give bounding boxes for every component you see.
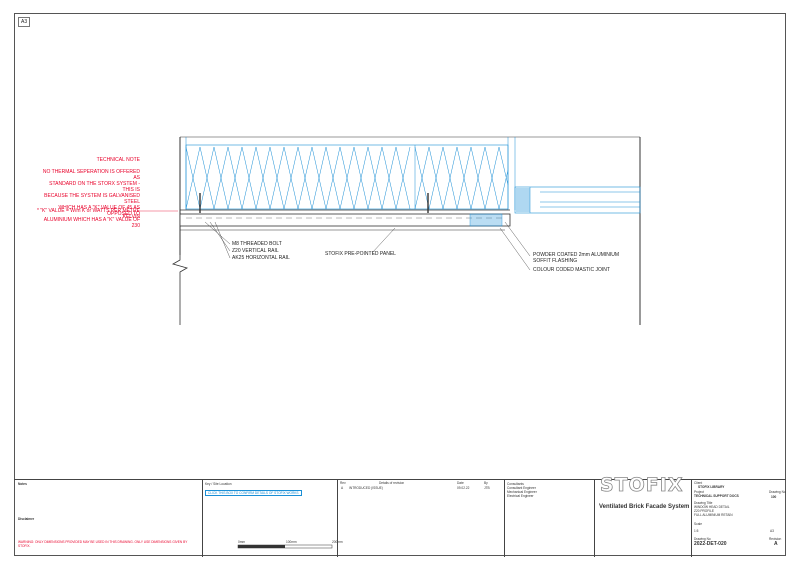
technical-note-line: NO THERMAL SEPERATION IS OFFERED AS — [42, 169, 140, 181]
window-frame — [514, 186, 641, 214]
rev-row-letter: A — [341, 486, 344, 490]
scale-label: Scale — [694, 522, 702, 526]
technical-note-heading: TECHNICAL NOTE — [96, 157, 140, 163]
rev-date-header: Date — [457, 481, 464, 485]
rev-header: Rev — [340, 481, 346, 485]
drawing-title-line: FULL ALUMINIUM RETAIN — [694, 513, 733, 517]
scale-label-0: 0mm — [238, 540, 246, 544]
project-value: TECHNICAL SUPPORT DOCS — [694, 494, 739, 498]
rev-details-header: Details of revision — [379, 481, 405, 485]
scale-label-100: 100mm — [286, 540, 297, 544]
client-value: STOFIX LIBRARY — [698, 485, 725, 489]
rev-row-details: INTRODUCED (ISSUE) — [349, 486, 383, 490]
consultants-cell — [504, 480, 505, 557]
title-block: Notes Disclaimer WARNING: ONLY DIMENSION… — [14, 474, 786, 557]
revision-value: A — [774, 541, 778, 547]
drawing-sheet-border — [14, 13, 786, 556]
consultant-line: Electrical Engineer — [507, 494, 534, 498]
consultant-line: Consultant Engineer — [507, 486, 536, 490]
drawing-title-line: WINDOW HEAD DETAIL — [694, 505, 730, 509]
client-label: Client — [694, 481, 703, 485]
consultant-line: Mechanical Engineer — [507, 490, 537, 494]
insulation-hatch-2 — [185, 146, 509, 210]
drawing-title-label: Drawing Title — [694, 501, 713, 505]
consultant-line: Consultants — [507, 482, 524, 486]
soffit-flashing — [469, 213, 503, 227]
paper-size: A3 — [770, 529, 774, 533]
stofix-logo: STOFIX — [600, 474, 684, 496]
drawing-title-line: Z20 PROFILE — [694, 509, 715, 513]
drawing-no-label: Drawing No — [769, 490, 786, 494]
leader-panel — [371, 227, 396, 254]
project-label: Project — [694, 490, 704, 494]
drawing-number: 2022-DET-020 — [694, 541, 727, 547]
rev-row-by: JTB — [484, 486, 490, 490]
key-link[interactable]: CLICK THIS BOX TO CONFIRM DETAILS OF STO… — [205, 490, 302, 496]
logo-cell — [594, 480, 595, 557]
sheet-size-label: A3 — [18, 17, 31, 27]
leader-horizontal-rail — [214, 221, 231, 259]
leader-flashing — [504, 221, 531, 257]
leader-rail — [209, 221, 231, 252]
technical-note-line: BECAUSE THE SYSTEM IS GALVANISED STEEL — [44, 193, 140, 205]
scale-bar-fill — [238, 545, 285, 548]
rev-by-header: By — [484, 481, 488, 485]
wall-break-line — [171, 255, 189, 325]
rev-row-date: 09.02.22 — [457, 486, 470, 490]
callout-rail: Z20 VERTICAL RAIL — [232, 248, 279, 254]
callout-panel: STOFIX PRE-POINTED PANEL — [325, 251, 396, 257]
callout-flashing-2: SOFFIT FLASHING — [533, 258, 578, 264]
callout-mastic: COLOUR CODED MASTIC JOINT — [533, 267, 610, 273]
drawing-number-label: Drawing No — [694, 537, 711, 541]
callout-bolt: M8 THREADED BOLT — [232, 241, 282, 247]
scale-value: 1:5 — [694, 529, 699, 533]
callout-horizontal-rail: AK25 HORIZONTAL RAIL — [232, 255, 290, 261]
k-value-note: * "K" VALUE = W/m K or WATTS PER METRE K… — [36, 208, 140, 220]
technical-note-line: STANDARD ON THE STORX SYSTEM - THIS IS — [49, 181, 140, 193]
info-cell — [691, 480, 692, 557]
pre-pointed-panel — [179, 213, 511, 227]
technical-note-line: WHICH HAS A "K" VALUE OF 45 AS OPPOSED T… — [58, 205, 140, 217]
key-cell — [202, 480, 203, 557]
notes-label: Notes — [18, 482, 27, 486]
technical-note: TECHNICAL NOTE NO THERMAL SEPERATION IS … — [40, 157, 140, 229]
disclaimer-heading: Disclaimer — [18, 517, 35, 521]
sheet-number: 100 — [771, 495, 777, 499]
disclaimer-warning: WARNING: ONLY DIMENSIONS PROVIDED MAY BE… — [18, 540, 188, 548]
technical-note-line: ALUMINIUM WHICH HAS A "K" VALUE OF 230 — [43, 217, 140, 229]
leader-mastic — [499, 227, 531, 271]
logo-subtitle: Ventilated Brick Facade System — [599, 504, 690, 510]
key-label: Key / Site Location — [205, 482, 232, 486]
revision-cell — [337, 480, 338, 557]
callout-flashing: POWDER COATED 2mm ALUMINIUM — [533, 252, 620, 258]
revision-label: Revision — [769, 537, 782, 541]
frame-section — [516, 188, 530, 212]
